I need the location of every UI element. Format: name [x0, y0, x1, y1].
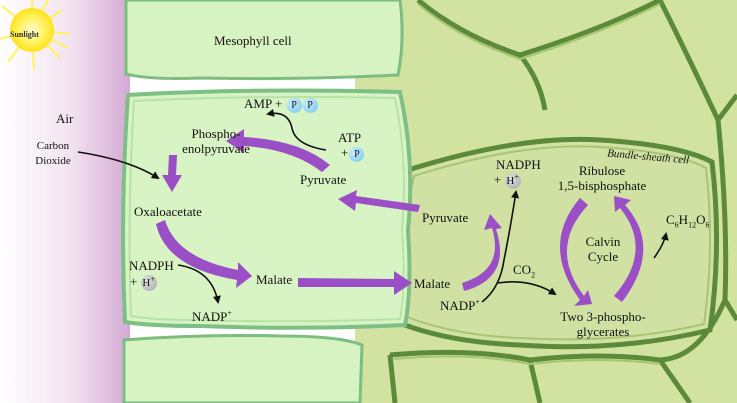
- nadph-bundle-label: NADPH: [496, 157, 541, 172]
- pep-line-2: enolpyruvate: [182, 141, 250, 156]
- black-reaction-arrows: [77, 108, 669, 304]
- pep-line-1: Phospho-: [191, 126, 241, 141]
- arrow-atp-to-amp: [266, 108, 327, 151]
- carbon-symbol: C: [666, 212, 675, 227]
- h-symbol: H: [142, 277, 151, 290]
- calvin-cycle-label: Calvin Cycle: [578, 234, 628, 264]
- calvin-line-1: Calvin: [585, 234, 621, 249]
- mesophyll-cell-label: Mesophyll cell: [214, 33, 292, 48]
- malate-mesophyll-label: Malate: [256, 272, 293, 287]
- h-symbol: H: [506, 175, 515, 188]
- malate-bundle-label: Malate: [414, 276, 451, 291]
- arrow-oxaloacetate-to-malate: [156, 220, 252, 288]
- arrow-to-glucose: [653, 232, 669, 259]
- atp-label: ATP: [338, 130, 362, 145]
- purple-pathway-arrows: [156, 129, 644, 306]
- pyruvate-bundle-label: Pyruvate: [422, 210, 469, 225]
- mesophyll-cells: [121, 0, 413, 403]
- calvin-arc-right: [614, 196, 644, 302]
- co2-label: CO2: [513, 262, 536, 280]
- plus-sign: +: [341, 145, 349, 160]
- phosphate-icon: P: [302, 97, 318, 113]
- pep-label: Phospho- enolpyruvate: [166, 126, 266, 156]
- co2-text: CO: [513, 262, 532, 277]
- h-ion-mesophyll: + H+: [130, 274, 157, 292]
- mesophyll-cell: [121, 88, 413, 330]
- oxygen-count: 6: [705, 220, 710, 230]
- arrow-malate-to-pyruvate: [462, 214, 502, 291]
- arrow-nadph-bundle: [481, 190, 520, 303]
- carbon-count: 6: [674, 220, 679, 230]
- sunlight-label: Sunlight: [10, 30, 39, 39]
- amp-text: AMP +: [244, 96, 283, 111]
- nadp-bundle-label: NADP+: [440, 298, 480, 313]
- ribulose-label: Ribulose 1,5-bisphosphate: [550, 163, 654, 193]
- phosphate-icon: P: [349, 146, 365, 162]
- oxygen-symbol: O: [696, 212, 706, 227]
- pyruvate-mesophyll-label: Pyruvate: [300, 172, 347, 187]
- h-charge: +: [514, 172, 519, 182]
- carbon-dioxide-line-2: Dioxide: [35, 155, 71, 167]
- arrow-pyruvate-return: [338, 190, 420, 212]
- phosphoglycerates-label: Two 3-phospho- glycerates: [548, 309, 658, 339]
- nadp-charge: +: [475, 297, 480, 307]
- h-ion-bundle: + H+: [494, 172, 521, 190]
- arrow-malate-transport: [298, 271, 412, 295]
- phosphoglycerates-line-2: glycerates: [576, 324, 630, 339]
- atp-phosphate: +P: [341, 145, 365, 162]
- sun-icon: [0, 0, 71, 71]
- arrow-pyruvate-to-pep: [226, 129, 330, 172]
- hydrogen-count: 12: [688, 220, 697, 230]
- nadph-mesophyll-label: NADPH: [129, 258, 174, 273]
- carbon-dioxide-line-1: Carbon: [36, 140, 70, 152]
- phosphate-icon: P: [286, 97, 302, 113]
- ribulose-line-1: Ribulose: [578, 163, 626, 178]
- air-label: Air: [56, 111, 74, 126]
- h-charge: +: [150, 274, 155, 284]
- arrow-pep-to-oxaloacetate: [162, 155, 182, 192]
- air-region: [0, 0, 130, 403]
- calvin-arc-left: [560, 198, 592, 306]
- carbon-dioxide-label: Carbon Dioxide: [30, 139, 76, 169]
- hydrogen-symbol: H: [678, 212, 689, 227]
- oxaloacetate-label: Oxaloacetate: [134, 204, 202, 219]
- ribulose-line-2: 1,5-bisphosphate: [557, 178, 647, 193]
- co2-subscript: 2: [531, 270, 536, 280]
- nadp-text: NADP: [192, 309, 228, 324]
- arrow-nadph-to-nadp: [177, 264, 221, 304]
- nadp-charge: +: [227, 308, 232, 318]
- arrow-co2-in: [77, 151, 160, 180]
- glucose-formula: C6H12O6: [666, 212, 710, 230]
- nadp-text: NADP: [440, 298, 476, 313]
- h-ion-icon: H+: [140, 274, 157, 292]
- h-ion-icon: H+: [504, 172, 521, 190]
- nadp-mesophyll-label: NADP+: [192, 309, 232, 324]
- calvin-line-2: Cycle: [587, 249, 619, 264]
- phosphoglycerates-line-1: Two 3-phospho-: [560, 309, 646, 324]
- plus-sign: +: [494, 172, 502, 187]
- bundle-sheath-walls: [387, 0, 737, 403]
- arrow-co2-to-calvin: [497, 281, 557, 296]
- plus-sign: +: [130, 274, 138, 289]
